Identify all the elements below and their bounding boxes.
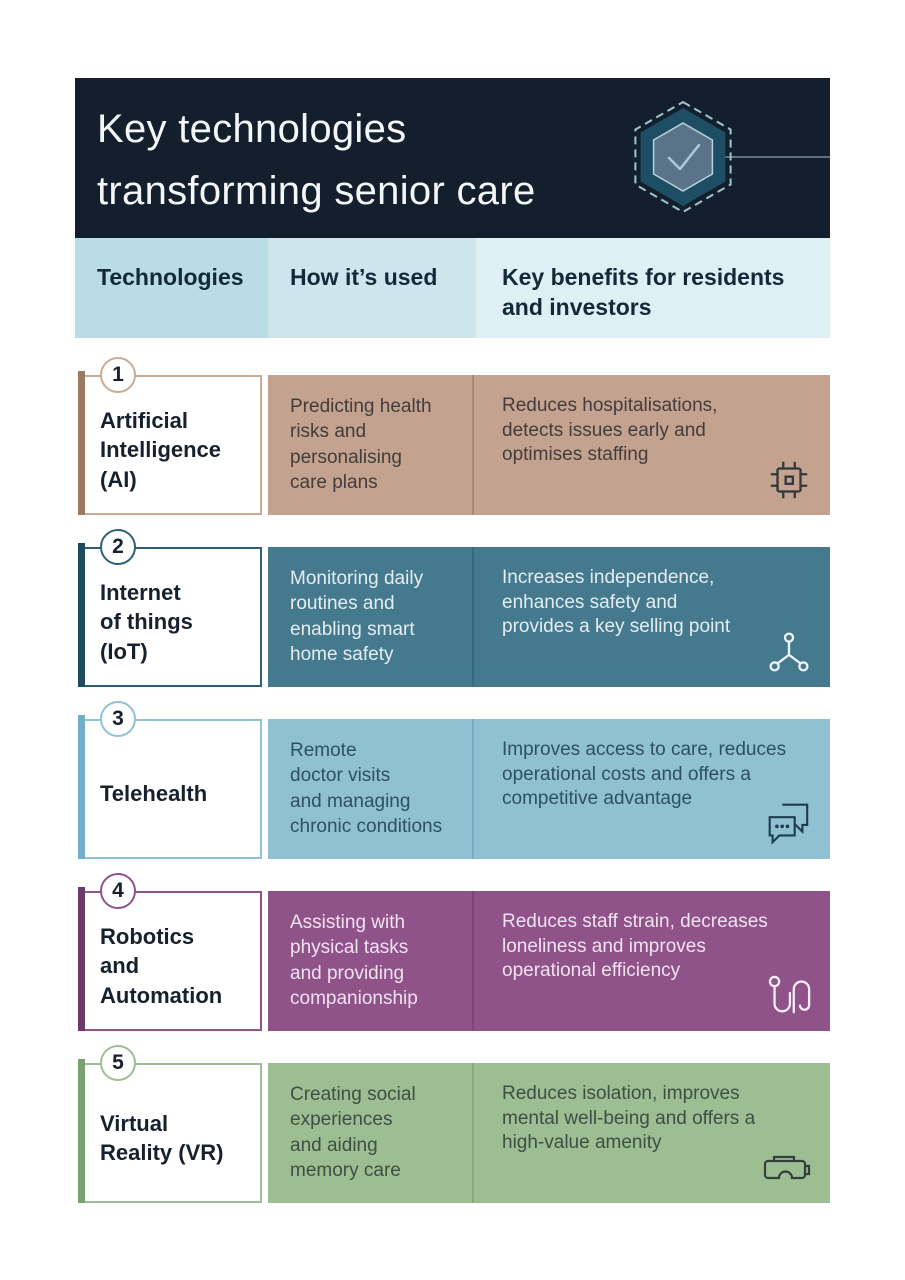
table-row: 2 Internet of things (IoT) Monitoring da… [75,529,830,687]
hero: Key technologies transforming senior car… [75,78,830,238]
column-header-technologies: Technologies [75,238,268,338]
technology-name: Robotics and Automation [100,924,223,1008]
technology-box: Internet of things (IoT) [78,543,262,687]
page-title: Key technologies transforming senior car… [97,107,536,213]
table-row: 1 Artificial Intelligence (AI) Predictin… [75,357,830,515]
row-number-badge: 3 [100,701,136,737]
table-header-row: Technologies How it’s used Key benefits … [75,238,830,338]
cell-divider [472,547,474,687]
technology-box: Telehealth [78,715,262,859]
usage-text: Monitoring daily routines and enabling s… [290,568,424,665]
table-row: 3 Telehealth Remote doctor visits and ma… [75,701,830,859]
accent-bar [78,1059,85,1203]
row-number-badge: 2 [100,529,136,565]
decorative-line [725,156,830,158]
technology-box: Virtual Reality (VR) [78,1059,262,1203]
technology-box: Robotics and Automation [78,887,262,1031]
vr-headset-icon [760,1149,812,1191]
usage-text: Assisting with physical tasks and provid… [290,912,418,1009]
cell-divider [472,891,474,1031]
usage-text: Creating social experiences and aiding m… [290,1084,416,1181]
cell-divider [472,375,474,515]
row-detail-cell: Remote doctor visits and managing chroni… [268,719,830,859]
technology-name: Telehealth [100,781,208,807]
row-detail-cell: Creating social experiences and aiding m… [268,1063,830,1203]
benefits-text: Increases independence, enhances safety … [502,567,731,638]
usage-text: Remote doctor visits and managing chroni… [290,740,443,837]
accent-bar [78,543,85,687]
accent-bar [78,371,85,515]
benefits-text: Reduces staff strain, decreases loneline… [502,911,768,982]
benefits-text: Reduces hospitalisations, detects issues… [502,395,718,466]
row-detail-cell: Assisting with physical tasks and provid… [268,891,830,1031]
benefits-text: Improves access to care, reduces operati… [502,739,787,810]
column-header-how-used: How it’s used [268,238,476,338]
chat-bubbles-icon [762,797,812,847]
technology-box: Artificial Intelligence (AI) [78,371,262,515]
usage-text: Predicting health risks and personalisin… [290,396,432,493]
row-number-badge: 1 [100,357,136,393]
table-body: 1 Artificial Intelligence (AI) Predictin… [75,357,830,1203]
benefits-text: Reduces isolation, improves mental well-… [502,1083,756,1154]
chip-icon [766,457,812,503]
content-area: Key technologies transforming senior car… [75,78,830,1235]
accent-bar [78,887,85,1031]
hexagon-check-icon [634,100,732,214]
row-detail-cell: Predicting health risks and personalisin… [268,375,830,515]
table-row: 4 Robotics and Automation Assisting with… [75,873,830,1031]
robot-arm-icon [764,971,812,1019]
technology-name: Virtual Reality (VR) [100,1110,224,1165]
row-number-badge: 4 [100,873,136,909]
column-header-key-benefits: Key benefits for residents and investors [476,238,830,338]
cell-divider [472,1063,474,1203]
row-detail-cell: Monitoring daily routines and enabling s… [268,547,830,687]
table-row: 5 Virtual Reality (VR) Creating social e… [75,1045,830,1203]
accent-bar [78,715,85,859]
row-number-badge: 5 [100,1045,136,1081]
cell-divider [472,719,474,859]
network-nodes-icon [766,629,812,675]
technology-name: Artificial Intelligence (AI) [100,408,222,492]
technology-name: Internet of things (IoT) [100,580,193,664]
